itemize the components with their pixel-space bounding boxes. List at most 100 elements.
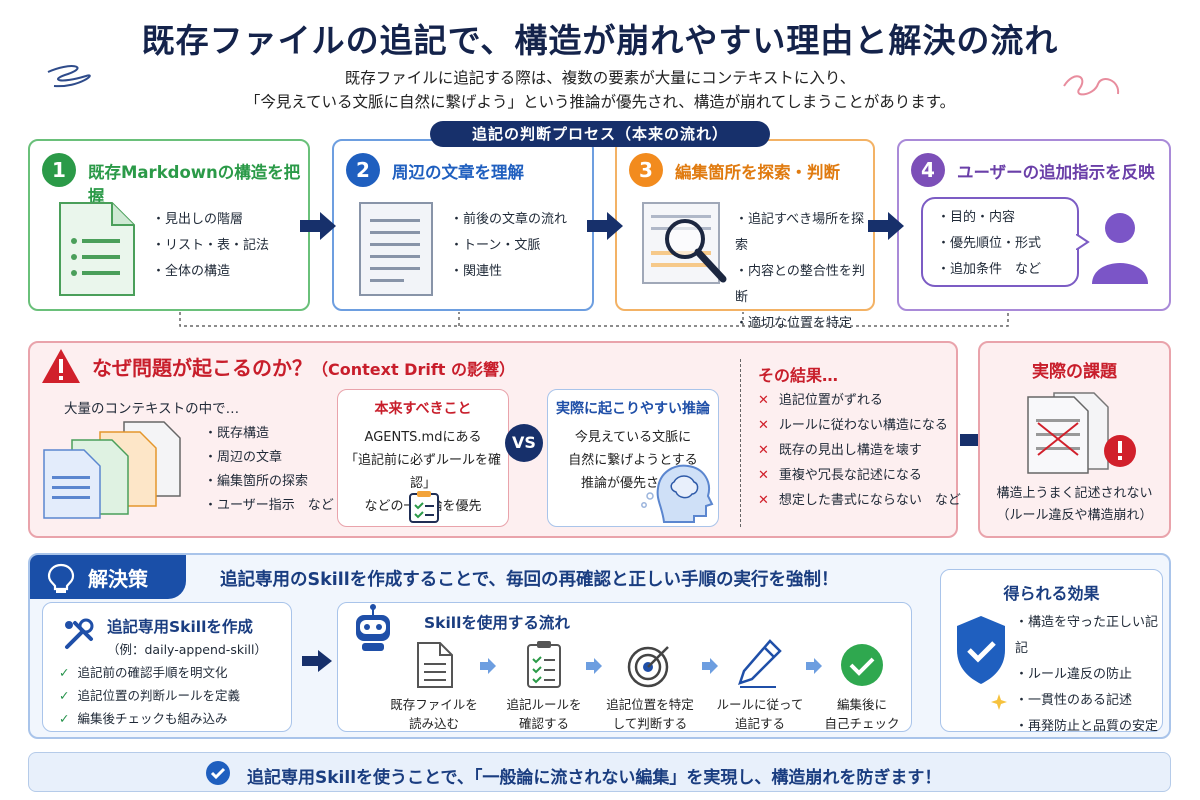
flow-arrow-icon: [586, 658, 602, 674]
bottom-text: 追記専用Skillを使うことで、「一般論に流されない編集」を実現し、構造崩れを防…: [247, 768, 942, 788]
clipboard-icon: [409, 491, 439, 523]
check-circle-icon: [841, 644, 883, 686]
arrow-right-icon: [302, 650, 332, 672]
lightbulb-icon: [47, 563, 75, 593]
flow-step-label: 追記位置を特定して判断する: [606, 697, 694, 731]
effects-title: 得られる効果: [1003, 584, 1100, 603]
step-1-box: 1 既存Markdownの構造を把握 ・見出しの階層 ・リスト・表・記法 ・全体…: [28, 139, 310, 311]
subtitle-line-2: 「今見えている文脈に自然に繋げよう」という推論が優先され、構造が崩れてしまうこと…: [244, 93, 956, 111]
issue-title: 実際の課題: [1032, 362, 1117, 382]
create-title: 追記専用Skillを作成: [107, 618, 253, 636]
step-3-box: 3 編集箇所を探索・判断 ・追記すべき場所を探索 ・内容との整合性を判断 ・適切…: [615, 139, 875, 331]
should-line: 「追記前に必ずルールを確認」: [344, 453, 501, 491]
flow-arrow-icon: [702, 658, 718, 674]
effect-item: ・ルール違反の防止: [1015, 667, 1133, 682]
step-bullet: ・優先順位・形式: [937, 236, 1042, 251]
pencil-icon: [738, 639, 782, 688]
target-icon: [627, 646, 669, 688]
result-title: その結果…: [758, 366, 839, 385]
warning-icon: [42, 349, 80, 383]
check-icon: ✓: [59, 688, 70, 703]
page-title: 既存ファイルの追記で、構造が崩れやすい理由と解決の流れ: [141, 21, 1059, 60]
step-number: 1: [42, 153, 76, 187]
context-item: ・ユーザー指示 など: [204, 498, 334, 513]
step-bullet: ・全体の構造: [152, 264, 231, 279]
actual-head: 実際に起こりやすい推論: [556, 401, 710, 417]
step-bullet: ・トーン・文脈: [450, 238, 541, 253]
step-title: 編集箇所を探索・判断: [675, 163, 840, 182]
x-icon: ✕: [758, 418, 769, 433]
effect-item: ・構造を守った正しい記記: [1015, 615, 1159, 656]
document-icon: [417, 642, 453, 688]
x-icon: ✕: [758, 393, 769, 408]
actual-line: 自然に繋げようとする: [568, 453, 698, 468]
x-icon: ✕: [758, 443, 769, 458]
document-lines-icon: [359, 202, 433, 296]
step-bullet: ・目的・内容: [937, 210, 1016, 225]
magnifier-icon: [642, 202, 727, 284]
effect-item: ・一貫性のある記述: [1015, 693, 1133, 708]
issue-box: 実際の課題 構造上うまく記述されない （ルール違反や構造崩れ）: [978, 341, 1171, 538]
flow-arrow-icon: [806, 658, 822, 674]
flow-step-label: 編集後に自己チェック: [824, 697, 900, 731]
tools-icon: [65, 618, 94, 649]
result-item: ✕ルールに従わない構造になる: [758, 418, 948, 433]
dashed-connector: [179, 312, 1009, 327]
solution-tag: 解決策: [30, 555, 186, 599]
step-number: 2: [346, 153, 380, 187]
problem-title: なぜ問題が起こるのか？（Context Drift の影響）: [92, 356, 516, 380]
skill-flow-box: Skillを使用する流れ 既存ファイルを読み込む 追記ルールを確認する: [337, 602, 912, 732]
step-bullet: ・追加条件 など: [937, 262, 1042, 277]
context-item: ・周辺の文章: [204, 450, 283, 465]
effect-item: ・再発防止と品質の安定: [1015, 719, 1159, 734]
robot-icon: [356, 604, 390, 651]
context-label: 大量のコンテキストの中で…: [64, 401, 240, 417]
create-item: ✓編集後チェックも組み込み: [59, 711, 228, 726]
bottom-banner: 追記専用Skillを使うことで、「一般論に流されない編集」を実現し、構造崩れを防…: [28, 752, 1171, 792]
instruction-bubble: ・目的・内容 ・優先順位・形式 ・追加条件 など: [921, 197, 1079, 287]
actual-card: 実際に起こりやすい推論 今見えている文脈に 自然に繋げようとする 推論が優先され…: [547, 389, 719, 527]
thinking-head-icon: [656, 464, 714, 523]
step-bullet: ・見出しの階層: [152, 212, 244, 227]
solution-tag-label: 解決策: [88, 567, 148, 591]
context-item: ・編集箇所の探索: [204, 474, 309, 489]
create-skill-box: 追記専用Skillを作成 （例：daily-append-skill） ✓追記前…: [42, 602, 292, 732]
check-circle-icon: [206, 761, 230, 785]
step-title: ユーザーの追加指示を反映: [957, 163, 1155, 182]
scribble-icon: [47, 65, 91, 88]
step-title: 周辺の文章を理解: [392, 163, 524, 182]
vs-badge: VS: [505, 424, 543, 462]
check-icon: ✓: [59, 711, 70, 726]
arrow-right-icon: [300, 212, 336, 240]
solution-headline: 追記専用のSkillを作成することで、毎回の再確認と正しい手順の実行を強制！: [220, 570, 839, 590]
arrow-right-icon: [587, 212, 623, 240]
step-bullet: ・リスト・表・記法: [152, 238, 270, 253]
documents-stack-icon: [43, 421, 181, 519]
step-bullet: ・関連性: [450, 264, 503, 279]
actual-line: 今見えている文脈に: [574, 430, 692, 445]
result-item: ✕重複や冗長な記述になる: [758, 468, 922, 483]
result-item: ✕既存の見出し構造を壊す: [758, 443, 922, 458]
step-number: 3: [629, 153, 663, 187]
step-bullet: ・適切な位置を特定: [735, 316, 853, 331]
should-card: 本来すべきこと AGENTS.mdにある 「追記前に必ずルールを確認」 などの一…: [337, 389, 509, 527]
create-example: （例：daily-append-skill）: [107, 642, 267, 657]
process-banner: 追記の判断プロセス（本来の流れ）: [430, 121, 770, 147]
divider: [740, 359, 741, 527]
result-item: ✕想定した書式にならない など: [758, 493, 961, 508]
flow-title: Skillを使用する流れ: [424, 614, 570, 632]
document-list-icon: [59, 202, 135, 296]
step-bullet: ・追記すべき場所を探索: [735, 212, 865, 253]
flow-step-label: 追記ルールを確認する: [506, 697, 582, 731]
checklist-icon: [527, 641, 561, 688]
create-item: ✓追記前の確認手順を明文化: [59, 665, 228, 680]
subtitle-line-1: 既存ファイルに追記する際は、複数の要素が大量にコンテキストに入り、: [344, 69, 856, 87]
x-icon: ✕: [758, 493, 769, 508]
issue-line: （ルール違反や構造崩れ）: [996, 508, 1153, 523]
arrow-right-icon: [868, 212, 904, 240]
effects-box: 得られる効果 ・構造を守った正しい記記 ・ルール違反の防止 ・一貫性のある記述 …: [940, 569, 1163, 734]
step-title: 既存Markdownの構造を把握: [88, 163, 301, 206]
swirl-icon: [1063, 75, 1120, 96]
result-item: ✕追記位置がずれる: [758, 393, 883, 408]
flow-step-label: 既存ファイルを読み込む: [390, 697, 478, 731]
